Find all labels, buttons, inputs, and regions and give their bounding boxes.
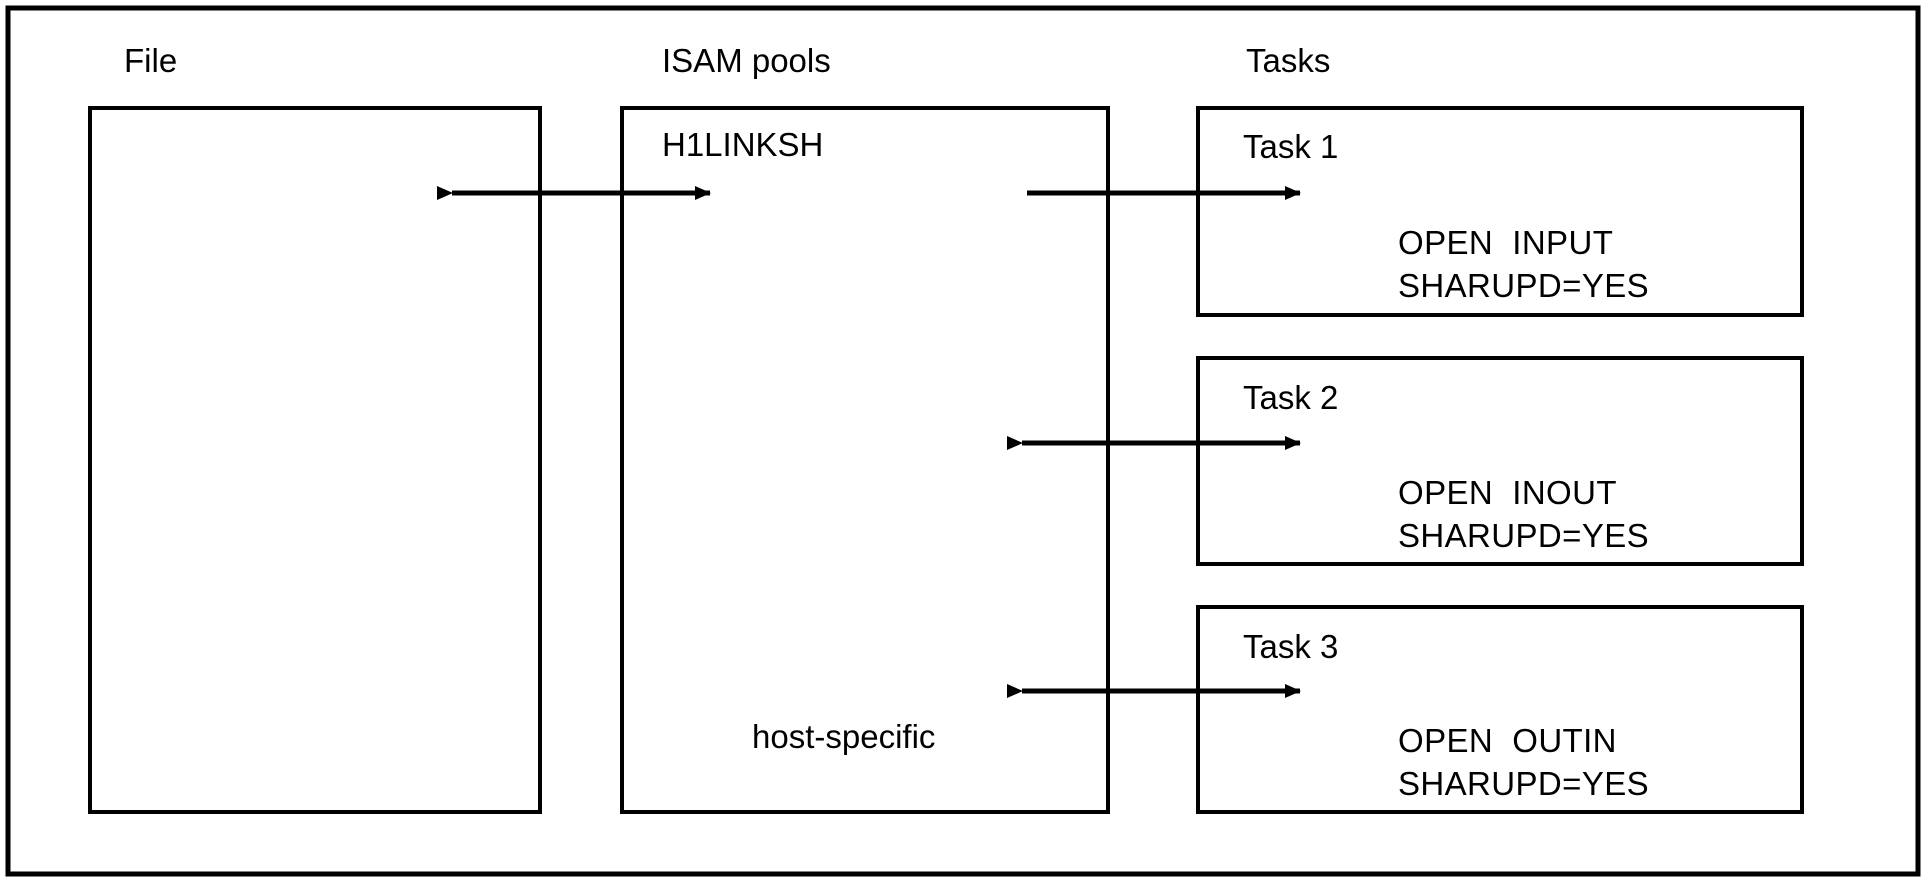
- task-2-open-mode: OPEN INOUT: [1398, 474, 1617, 511]
- column-title-file: File: [124, 42, 178, 79]
- task-2-box: [1196, 356, 1804, 566]
- task-3-box: [1196, 605, 1804, 814]
- task-3-title: Task 3: [1243, 628, 1339, 665]
- host-specific-label: host-specific: [752, 718, 936, 755]
- task-1-sharupd: SHARUPD=YES: [1398, 267, 1650, 304]
- task-1-title: Task 1: [1243, 128, 1339, 165]
- task-3-open-mode: OPEN OUTIN: [1398, 722, 1617, 759]
- task-2-sharupd: SHARUPD=YES: [1398, 517, 1650, 554]
- task-1-open-mode: OPEN INPUT: [1398, 224, 1614, 261]
- task-3-sharupd: SHARUPD=YES: [1398, 765, 1650, 802]
- task-1-box: [1196, 106, 1804, 317]
- figure-frame: [5, 5, 1921, 877]
- file-box: [88, 106, 542, 814]
- task-2-title: Task 2: [1243, 379, 1339, 416]
- isam-pools-box: [620, 106, 1110, 814]
- column-title-isam-pools: ISAM pools: [662, 42, 831, 79]
- isam-pool-name: H1LINKSH: [662, 126, 824, 163]
- column-title-tasks: Tasks: [1246, 42, 1331, 79]
